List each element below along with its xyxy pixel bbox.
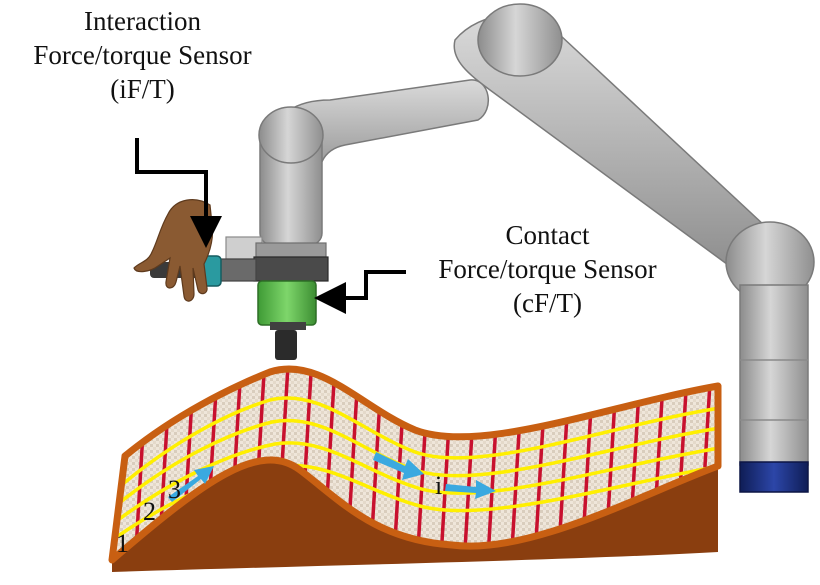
leader-arrows bbox=[135, 138, 406, 314]
interaction-label-line3: (iF/T) bbox=[110, 74, 175, 104]
path-marker-i: i bbox=[435, 471, 442, 500]
path-marker-2: 2 bbox=[143, 497, 156, 526]
contact-sensor-label: Contact Force/torque Sensor (cF/T) bbox=[405, 218, 690, 320]
human-hand-icon bbox=[133, 199, 214, 302]
scan-path bbox=[116, 396, 718, 490]
contact-sensor bbox=[257, 280, 317, 326]
surface-frame bbox=[108, 365, 722, 564]
base-column bbox=[739, 284, 809, 466]
path-marker-3: 3 bbox=[168, 475, 181, 504]
contact-leader-arrow bbox=[314, 270, 406, 314]
wrist-joint bbox=[258, 106, 324, 164]
tool-flange bbox=[253, 256, 329, 282]
contact-label-line3: (cF/T) bbox=[513, 288, 582, 318]
path-markers: 1 2 3 i bbox=[116, 471, 442, 558]
surface-side bbox=[112, 460, 718, 572]
contact-label-line2: Force/torque Sensor bbox=[438, 254, 657, 284]
contact-label-line1: Contact bbox=[505, 220, 590, 250]
interaction-leader-arrow bbox=[135, 138, 222, 248]
interaction-label-line2: Force/torque Sensor bbox=[33, 40, 252, 70]
textured-surface bbox=[108, 365, 722, 572]
probe-tip bbox=[275, 330, 297, 360]
motion-arrows bbox=[168, 452, 496, 502]
arrow-icon bbox=[445, 480, 496, 499]
arrow-icon bbox=[168, 466, 214, 502]
interaction-label-line1: Interaction bbox=[84, 6, 201, 36]
elbow-joint bbox=[477, 3, 563, 77]
scan-path bbox=[116, 441, 718, 522]
surface-fabric bbox=[112, 368, 718, 560]
base-mount bbox=[739, 461, 809, 493]
interaction-sensor-label: Interaction Force/torque Sensor (iF/T) bbox=[0, 4, 285, 106]
scan-path bbox=[116, 418, 718, 506]
arrow-icon bbox=[373, 452, 424, 480]
path-marker-1: 1 bbox=[116, 529, 129, 558]
robot-arm bbox=[150, 3, 815, 493]
